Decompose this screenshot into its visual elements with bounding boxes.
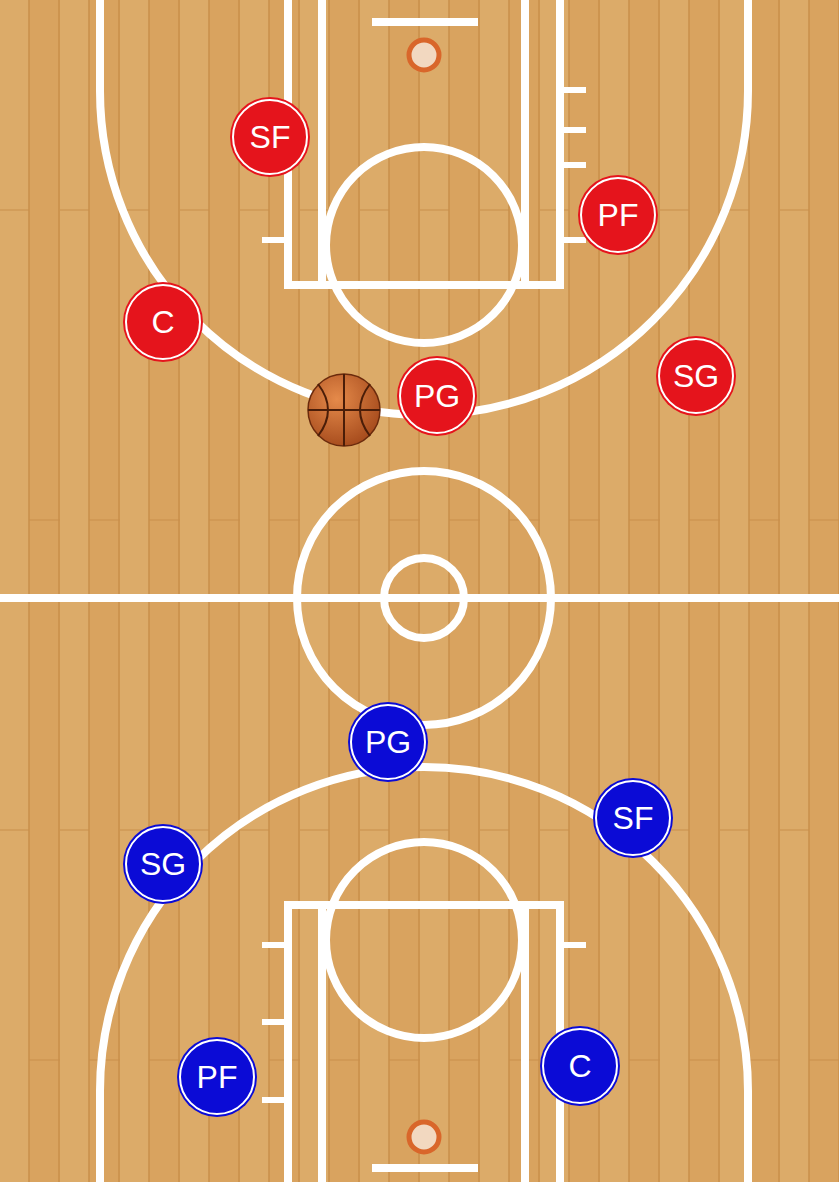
position-label: C (151, 306, 174, 338)
player-marker: PF (179, 1039, 255, 1115)
position-label: SF (250, 121, 291, 153)
player-marker: PG (350, 704, 426, 780)
player-marker: SG (125, 826, 201, 902)
player-marker: SF (595, 780, 671, 856)
player-marker: PF (580, 177, 656, 253)
position-label: C (568, 1050, 591, 1082)
basketball (308, 374, 380, 446)
position-label: PG (365, 726, 411, 758)
position-label: PG (414, 380, 460, 412)
player-marker: SF (232, 99, 308, 175)
player-marker: SG (658, 338, 734, 414)
position-label: PF (598, 199, 639, 231)
player-marker: PG (399, 358, 475, 434)
player-marker: C (542, 1028, 618, 1104)
position-label: SF (613, 802, 654, 834)
position-label: PF (197, 1061, 238, 1093)
position-label: SG (140, 848, 186, 880)
player-marker: C (125, 284, 201, 360)
hoop (409, 40, 439, 1152)
position-label: SG (673, 360, 719, 392)
